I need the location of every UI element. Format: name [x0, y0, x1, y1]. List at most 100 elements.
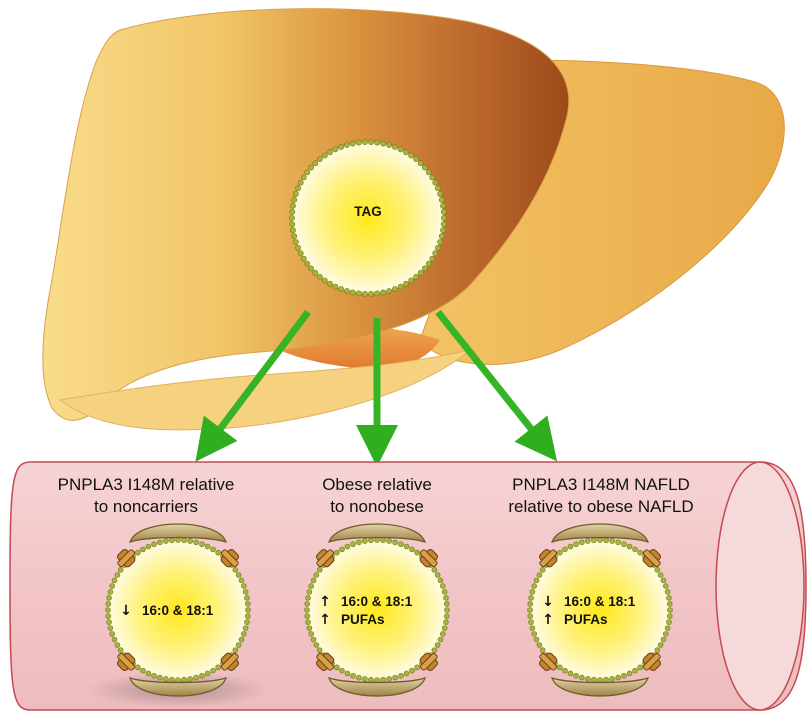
membrane-dot — [313, 572, 320, 578]
membrane-dot — [397, 283, 404, 290]
membrane-dot — [355, 290, 362, 297]
membrane-dot — [317, 156, 323, 163]
membrane-dot — [417, 160, 424, 167]
arrow-down-icon: ↓ — [120, 603, 132, 619]
membrane-dot — [334, 549, 340, 556]
membrane-dot — [140, 667, 146, 674]
membrane-dot — [295, 244, 301, 251]
membrane-dot — [421, 164, 428, 171]
membrane-dot — [297, 250, 304, 257]
membrane-dot — [603, 676, 609, 683]
membrane-dot — [107, 625, 114, 631]
membrane-dot — [413, 156, 419, 163]
membrane-dot — [135, 549, 141, 556]
change-label: PUFAs — [341, 612, 385, 627]
membrane-dot — [417, 269, 424, 276]
membrane-dot — [321, 277, 328, 284]
membrane-dot — [157, 674, 163, 681]
membrane-dot — [289, 221, 296, 228]
membrane-dot — [527, 601, 534, 607]
membrane-dot — [597, 677, 603, 683]
membrane-dot — [421, 265, 428, 272]
apolipoprotein-bottom — [328, 677, 426, 697]
membrane-dot — [310, 577, 317, 584]
membrane-dot — [666, 595, 672, 601]
apolipoprotein-top — [129, 523, 227, 543]
membrane-dot — [531, 583, 538, 589]
membrane-dot — [327, 149, 333, 156]
membrane-dot — [304, 260, 311, 267]
membrane-dot — [338, 144, 344, 150]
membrane-dot — [557, 549, 563, 556]
anchor-protein — [419, 548, 439, 568]
membrane-dot — [632, 667, 638, 674]
membrane-dot — [392, 144, 398, 150]
group-title-1-line-1: PNPLA3 I148M relative — [57, 475, 235, 494]
arrow-left — [195, 309, 311, 462]
membrane-dot — [441, 215, 447, 221]
membrane-dot — [316, 567, 323, 573]
membrane-dot — [443, 613, 450, 619]
arrow-right — [435, 309, 558, 462]
membrane-dot — [403, 670, 410, 677]
membrane-dot — [368, 537, 374, 544]
membrane-dot — [338, 286, 344, 292]
liver-lipid-droplet: TAG — [289, 139, 447, 297]
membrane-dot — [210, 667, 216, 674]
membrane-dot — [403, 543, 410, 550]
membrane-dot — [527, 607, 533, 613]
membrane-dot — [106, 619, 112, 625]
group-title-3: PNPLA3 I148M NAFLD relative to obese NAF… — [476, 474, 726, 518]
membrane-dot — [181, 537, 187, 544]
membrane-dot — [362, 139, 368, 145]
membrane-dot — [434, 572, 441, 578]
membrane-dot — [297, 179, 304, 186]
membrane-dot — [386, 538, 392, 544]
membrane-dot — [305, 595, 311, 601]
membrane-dot — [306, 625, 313, 631]
membrane-dot — [114, 572, 121, 578]
membrane-dot — [437, 239, 443, 245]
membrane-dot — [343, 142, 350, 148]
membrane-dot — [626, 670, 633, 677]
membrane-dot — [344, 543, 351, 550]
membrane-dot — [304, 169, 311, 176]
membrane-dot — [181, 676, 187, 683]
membrane-dot — [199, 541, 205, 548]
membrane-dot — [662, 631, 669, 637]
membrane-dot — [441, 589, 448, 595]
particle-membrane — [527, 537, 673, 683]
membrane-dot — [151, 672, 157, 679]
change-label: 16:0 & 18:1 — [341, 594, 413, 609]
membrane-dot — [374, 537, 380, 543]
membrane-dot — [533, 577, 540, 584]
membrane-dot — [557, 664, 563, 671]
arrow-up-icon: ↑ — [542, 612, 554, 628]
membrane-dot — [539, 567, 546, 573]
droplet-label: TAG — [354, 204, 382, 219]
membrane-dot — [597, 537, 603, 543]
membrane-dot — [440, 208, 447, 215]
membrane-dot — [145, 543, 152, 550]
membrane-dot — [444, 607, 450, 613]
membrane-dot — [414, 549, 420, 556]
membrane-dot — [293, 239, 299, 245]
membrane-dot — [349, 289, 356, 296]
particle-core — [530, 540, 670, 680]
membrane-dot — [344, 670, 351, 677]
membrane-dot — [350, 672, 356, 679]
membrane-dot — [626, 543, 633, 550]
anchor-protein — [116, 548, 136, 568]
membrane-dot — [562, 667, 568, 674]
membrane-dot — [105, 601, 112, 607]
membrane-dot — [308, 265, 315, 272]
anchor-protein — [538, 652, 558, 672]
membrane-dot — [443, 595, 449, 601]
membrane-dot — [536, 642, 543, 648]
membrane-dot — [295, 185, 301, 192]
membrane-dot — [666, 601, 673, 607]
anchor-protein — [419, 652, 439, 672]
membrane-dot — [111, 577, 118, 584]
membrane-dot — [111, 636, 118, 643]
